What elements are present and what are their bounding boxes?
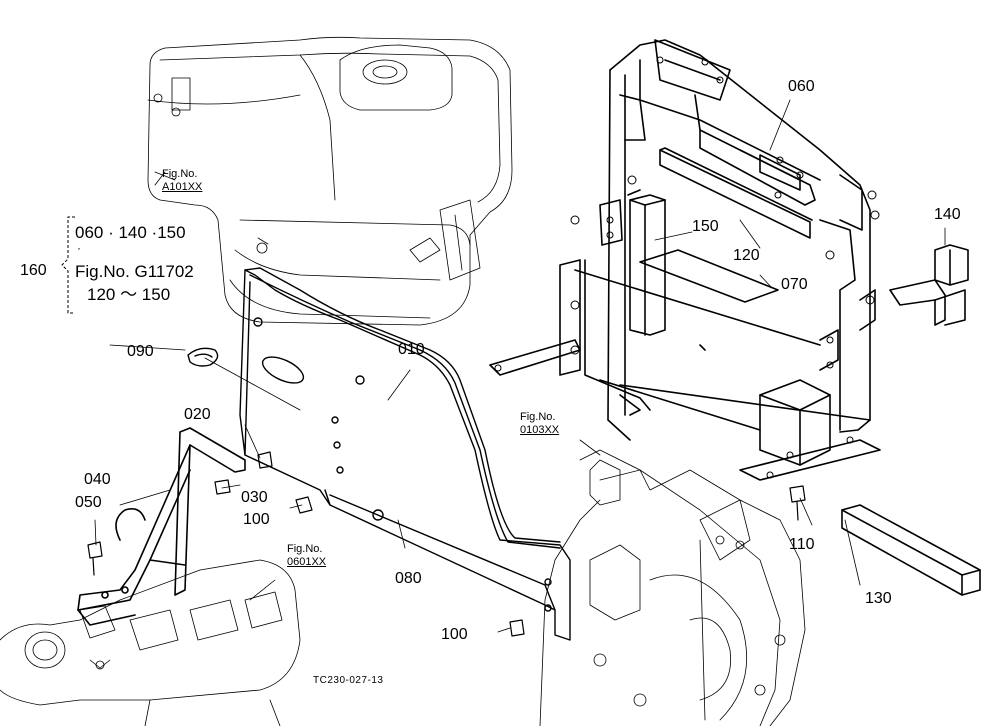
bar-120 [659, 147, 813, 239]
part-label-110: 110 [789, 536, 815, 553]
part-label-040: 040 [84, 471, 111, 488]
part-label-030: 030 [241, 489, 268, 506]
block-150 [629, 194, 666, 336]
fig-ref-a101: Fig.No. A101XX [162, 168, 202, 194]
bolts [87, 451, 806, 637]
leader-lines [94, 99, 946, 633]
part-label-140: 140 [934, 206, 961, 223]
part-label-080: 080 [395, 570, 422, 587]
bar-130 [841, 504, 981, 596]
plate-070 [639, 249, 779, 303]
fig-ref-0103-line1: Fig.No. [520, 411, 556, 423]
fig-ref-0103: Fig.No. 0103XX [520, 411, 559, 437]
note-160-line2: · [77, 241, 81, 255]
part-label-060: 060 [788, 78, 815, 95]
bracket-040 [77, 427, 246, 626]
note-160-line1: 060 · 140 ·150 [75, 223, 186, 242]
part-label-150: 150 [692, 218, 719, 235]
panel-080 [239, 267, 571, 641]
part-label-120: 120 [733, 247, 760, 264]
fig-ref-a101-line1: Fig.No. [162, 168, 198, 180]
flywheel-housing-outline [539, 449, 806, 726]
part-label-010: 010 [398, 341, 425, 358]
part-label-050: 050 [75, 494, 102, 511]
exhaust-manifold-outline [0, 559, 301, 726]
note-160-brace [61, 216, 75, 314]
part-label-160: 160 [20, 262, 47, 279]
bracket-140 [889, 244, 969, 326]
part-label-090: 090 [127, 343, 154, 360]
drawing-code: TC230-027-13 [313, 675, 384, 686]
part-label-070: 070 [781, 276, 808, 293]
fig-ref-0601-line1: Fig.No. [287, 543, 323, 555]
note-160-line3: Fig.No. G11702 [75, 262, 194, 281]
part-label-130: 130 [865, 590, 892, 607]
clip-090 [187, 347, 219, 367]
fig-ref-0601-line2: 0601XX [287, 556, 327, 568]
frame-holes [494, 56, 880, 479]
note-160-line4: 120 〜 150 [87, 285, 171, 304]
bracket-frame-060 [489, 39, 881, 481]
part-label-100-lower: 100 [441, 626, 468, 643]
fig-ref-a101-line2: A101XX [162, 181, 203, 193]
fig-ref-0103-line2: 0103XX [520, 424, 560, 436]
part-label-100-upper: 100 [243, 511, 270, 528]
fuel-tank-outline [147, 36, 513, 326]
fig-ref-0601: Fig.No. 0601XX [287, 543, 326, 569]
part-label-020: 020 [184, 406, 211, 423]
